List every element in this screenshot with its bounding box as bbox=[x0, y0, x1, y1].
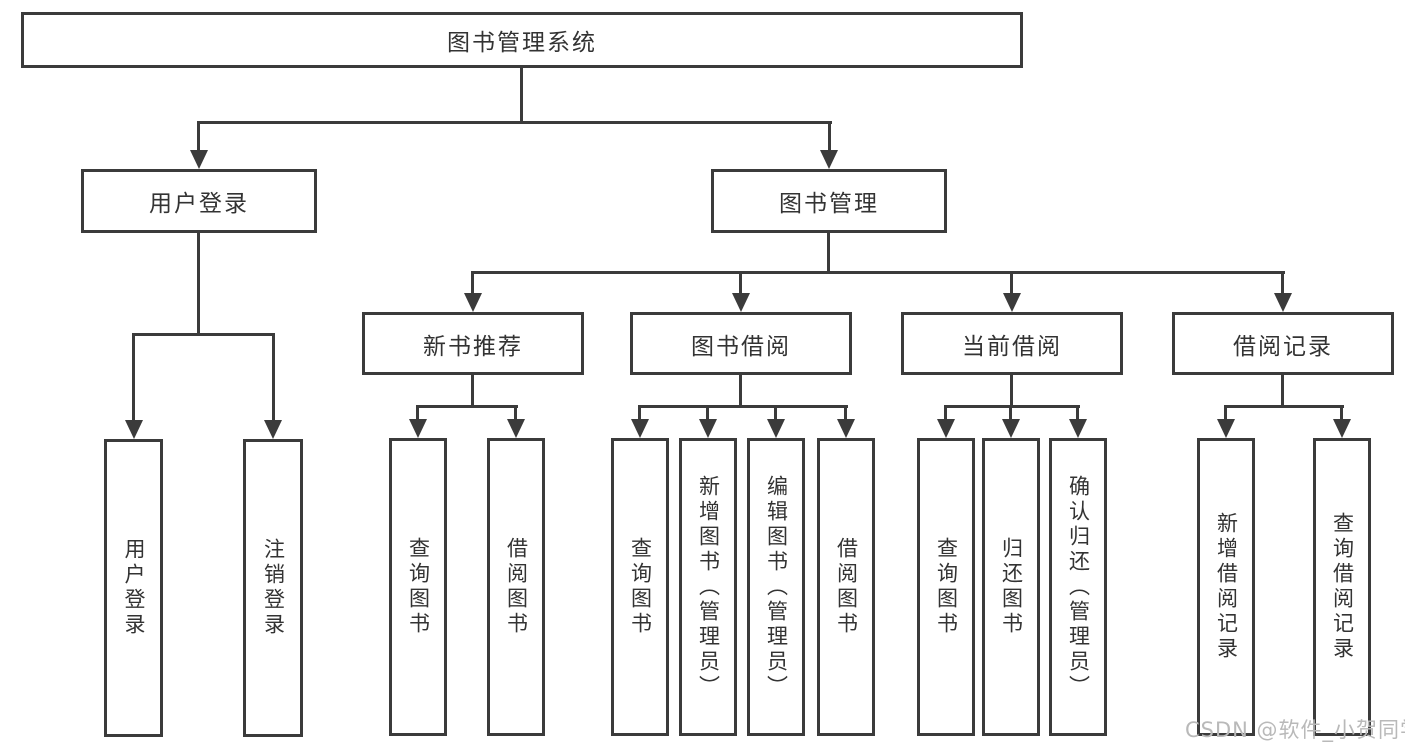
connector-line bbox=[844, 405, 847, 421]
connector-line bbox=[272, 333, 275, 421]
watermark: CSDN @软件_小贺同学 bbox=[1185, 718, 1405, 742]
connector-line bbox=[514, 405, 517, 421]
connector-line bbox=[197, 121, 832, 124]
arrow-down-icon bbox=[507, 419, 525, 438]
connector-line bbox=[471, 375, 474, 408]
arrow-down-icon bbox=[699, 419, 717, 438]
leaf-query-books-borrow-label: 查询图书 bbox=[628, 537, 653, 637]
arrow-down-icon bbox=[1003, 293, 1021, 312]
leaf-add-book-admin-label: 新增图书（管理员） bbox=[696, 474, 721, 700]
arrow-down-icon bbox=[1217, 419, 1235, 438]
leaf-borrow-books: 借阅图书 bbox=[817, 438, 875, 736]
connector-line bbox=[1224, 405, 1344, 408]
arrow-down-icon bbox=[409, 419, 427, 438]
leaf-return-book-label: 归还图书 bbox=[999, 537, 1024, 637]
arrow-down-icon bbox=[732, 293, 750, 312]
node-borrow-records: 借阅记录 bbox=[1172, 312, 1394, 375]
leaf-edit-book-admin: 编辑图书（管理员） bbox=[747, 438, 805, 736]
node-borrow-records-label: 借阅记录 bbox=[1233, 333, 1333, 360]
arrow-down-icon bbox=[190, 150, 208, 169]
leaf-logout: 注销登录 bbox=[243, 439, 303, 737]
node-new-book-recommend-label: 新书推荐 bbox=[423, 333, 523, 360]
node-book-management: 图书管理 bbox=[711, 169, 947, 233]
connector-line bbox=[1009, 405, 1012, 421]
arrow-down-icon bbox=[1002, 419, 1020, 438]
leaf-add-book-admin: 新增图书（管理员） bbox=[679, 438, 737, 736]
leaf-query-borrow-record: 查询借阅记录 bbox=[1313, 438, 1371, 736]
connector-line bbox=[520, 68, 523, 124]
node-user-login: 用户登录 bbox=[81, 169, 317, 233]
leaf-user-login-label: 用户登录 bbox=[122, 538, 146, 638]
leaf-borrow-books-recommend-label: 借阅图书 bbox=[504, 537, 529, 637]
node-book-borrow-label: 图书借阅 bbox=[691, 333, 791, 360]
connector-line bbox=[1281, 271, 1284, 295]
connector-line bbox=[1010, 375, 1013, 408]
arrow-down-icon bbox=[1333, 419, 1351, 438]
connector-line bbox=[638, 405, 641, 421]
connector-line bbox=[944, 405, 1080, 408]
arrow-down-icon bbox=[1274, 293, 1292, 312]
leaf-return-book: 归还图书 bbox=[982, 438, 1040, 736]
leaf-add-borrow-record: 新增借阅记录 bbox=[1197, 438, 1255, 736]
connector-line bbox=[197, 121, 200, 153]
node-current-borrow-label: 当前借阅 bbox=[962, 333, 1062, 360]
arrow-down-icon bbox=[631, 419, 649, 438]
node-root-label: 图书管理系统 bbox=[447, 30, 597, 56]
connector-line bbox=[1076, 405, 1079, 421]
connector-line bbox=[1340, 405, 1343, 421]
connector-line bbox=[132, 333, 275, 336]
connector-line bbox=[416, 405, 419, 421]
node-root: 图书管理系统 bbox=[21, 12, 1023, 68]
connector-line bbox=[197, 233, 200, 336]
connector-line bbox=[416, 405, 518, 408]
connector-line bbox=[1224, 405, 1227, 421]
connector-line bbox=[132, 333, 135, 421]
leaf-borrow-books-label: 借阅图书 bbox=[834, 537, 859, 637]
leaf-borrow-books-recommend: 借阅图书 bbox=[487, 438, 545, 736]
arrow-down-icon bbox=[464, 293, 482, 312]
arrow-down-icon bbox=[820, 150, 838, 169]
leaf-query-books-recommend-label: 查询图书 bbox=[406, 537, 431, 637]
connector-line bbox=[774, 405, 777, 421]
connector-line bbox=[944, 405, 947, 421]
arrow-down-icon bbox=[125, 420, 143, 439]
connector-line bbox=[828, 121, 831, 153]
arrow-down-icon bbox=[767, 419, 785, 438]
node-book-borrow: 图书借阅 bbox=[630, 312, 852, 375]
leaf-add-borrow-record-label: 新增借阅记录 bbox=[1214, 512, 1239, 662]
leaf-user-login: 用户登录 bbox=[104, 439, 163, 737]
connector-line bbox=[638, 405, 848, 408]
arrow-down-icon bbox=[264, 420, 282, 439]
connector-line bbox=[739, 375, 742, 408]
connector-line bbox=[472, 271, 1285, 274]
node-new-book-recommend: 新书推荐 bbox=[362, 312, 584, 375]
connector-line bbox=[1281, 375, 1284, 408]
leaf-confirm-return-admin-label: 确认归还（管理员） bbox=[1066, 474, 1091, 700]
arrow-down-icon bbox=[937, 419, 955, 438]
connector-line bbox=[827, 233, 830, 274]
leaf-edit-book-admin-label: 编辑图书（管理员） bbox=[764, 474, 789, 700]
node-user-login-label: 用户登录 bbox=[149, 191, 249, 217]
node-book-management-label: 图书管理 bbox=[779, 191, 879, 217]
leaf-query-books-current: 查询图书 bbox=[917, 438, 975, 736]
connector-line bbox=[1010, 271, 1013, 295]
leaf-query-books-recommend: 查询图书 bbox=[389, 438, 447, 736]
leaf-query-books-borrow: 查询图书 bbox=[611, 438, 669, 736]
connector-line bbox=[471, 271, 474, 295]
connector-line bbox=[739, 271, 742, 295]
leaf-logout-label: 注销登录 bbox=[261, 538, 286, 638]
leaf-query-books-current-label: 查询图书 bbox=[934, 537, 959, 637]
arrow-down-icon bbox=[837, 419, 855, 438]
arrow-down-icon bbox=[1069, 419, 1087, 438]
connector-line bbox=[706, 405, 709, 421]
leaf-confirm-return-admin: 确认归还（管理员） bbox=[1049, 438, 1107, 736]
node-current-borrow: 当前借阅 bbox=[901, 312, 1123, 375]
leaf-query-borrow-record-label: 查询借阅记录 bbox=[1330, 512, 1355, 662]
